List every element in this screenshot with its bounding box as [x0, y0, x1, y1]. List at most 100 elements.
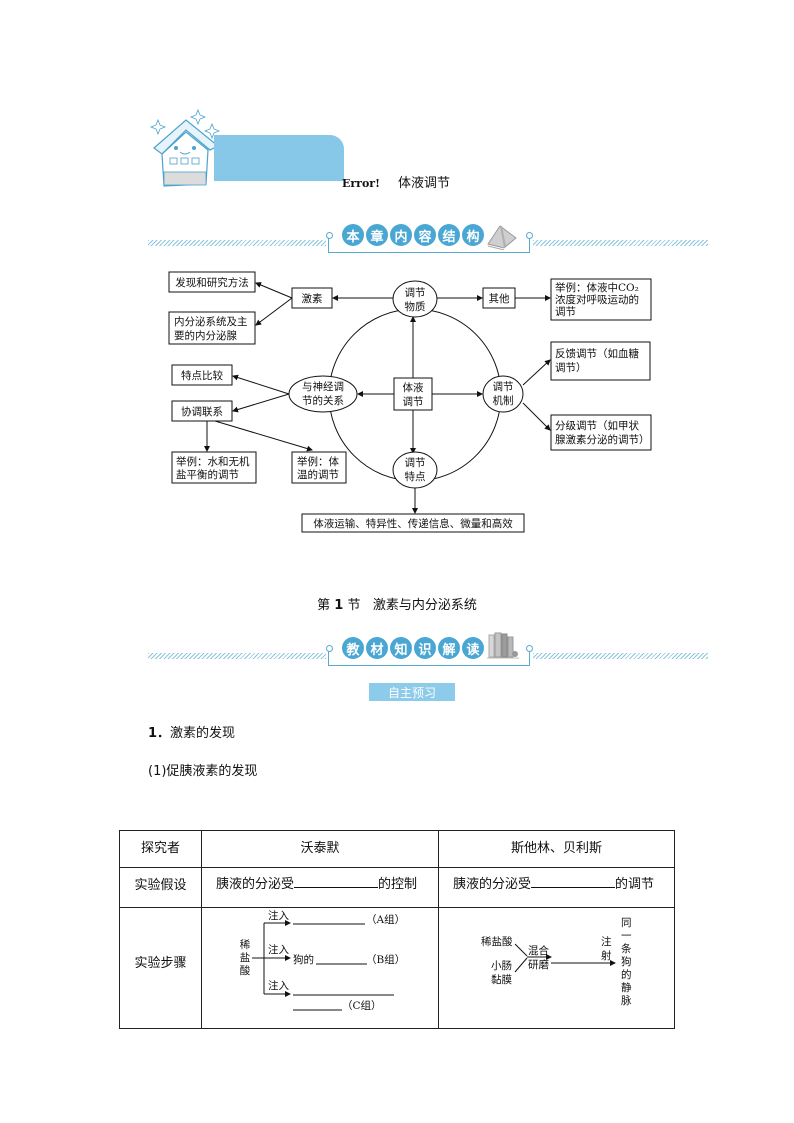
- table-row: 实验假设 胰液的分泌受的控制 胰液的分泌受 的调节: [119, 867, 675, 908]
- hierarchical-label: 分级调节（如甲状: [555, 419, 639, 432]
- fill-blank[interactable]: [531, 873, 616, 888]
- node-label: 调节: [405, 457, 426, 469]
- node-label: 物质: [405, 300, 426, 313]
- target-label: 的: [621, 968, 632, 981]
- acid-label: 稀: [240, 938, 251, 951]
- co2-example-label: 浓度对呼吸运动的: [555, 293, 639, 306]
- concept-map: 体液 调节 调节 物质 调节 特点 与神经调 节的关系 调节 机制 激素 发现和…: [168, 271, 652, 533]
- hierarchical-label: 腺激素分泌的调节）: [555, 433, 650, 446]
- mucosa-label: 黏膜: [491, 973, 512, 986]
- temperature-example-box: [291, 451, 347, 484]
- hypothesis-label: 实验假设: [134, 878, 187, 893]
- hyp-text: 的调节: [615, 877, 655, 892]
- hierarchical-box: [550, 414, 652, 451]
- hypothesis-starling: 胰液的分泌受 的调节: [439, 868, 674, 892]
- experiment-table: 探究者 沃泰默 斯他林、贝利斯 实验假设 胰液的分泌受的控制 胰液的分泌受的调节…: [119, 830, 675, 1029]
- banner-dot-left: [326, 232, 333, 239]
- feedback-label: 反馈调节（如血糖: [555, 347, 639, 360]
- target-label: 静: [621, 981, 632, 994]
- target-label: 脉: [621, 994, 632, 1007]
- house-mascot-icon: [149, 108, 221, 187]
- research-method-label: 发现和研究方法: [175, 276, 249, 289]
- co2-example-label: 调节: [555, 306, 576, 318]
- endocrine-system-label: 内分泌系统及主: [174, 315, 248, 328]
- banner-char: 读: [462, 637, 484, 659]
- hyp-text: 的控制: [378, 877, 418, 892]
- subheading-secretin: (1)促胰液素的发现: [148, 764, 258, 779]
- node-label: 调节: [405, 287, 426, 299]
- feature-compare-label: 特点比较: [181, 369, 223, 382]
- fill-blank[interactable]: [294, 873, 379, 888]
- co2-example-box: [550, 278, 652, 321]
- heading-text: 激素的发现: [170, 726, 236, 741]
- banner-title: 教 材 知 识 解 读: [342, 637, 484, 659]
- textbook-knowledge-banner: 教 材 知 识 解 读: [148, 632, 708, 669]
- target-label: 一: [621, 930, 632, 942]
- hormone-label: 激素: [302, 292, 323, 305]
- research-method-box: [168, 271, 256, 293]
- chapter-error-label: Error!: [342, 177, 380, 190]
- coordination-box: [171, 400, 233, 422]
- mix-label: 混合: [528, 944, 549, 957]
- node-label: 机制: [493, 394, 514, 407]
- chapter-name: 体液调节: [397, 176, 450, 191]
- water-salt-example-label: 举例：水和无机: [176, 455, 250, 468]
- table-row: 实验步骤 稀 盐 酸 注入 注入 注入 （A组） 狗的 （B组）: [119, 907, 675, 1029]
- inject-label: 注: [601, 935, 612, 948]
- bookshelf-icon: [487, 632, 519, 659]
- banner-char: 解: [438, 637, 460, 659]
- node-label: 调节: [493, 381, 514, 393]
- section-prefix: 第: [317, 598, 331, 613]
- header-starling-bayliss: 斯他林、贝利斯: [510, 841, 602, 856]
- banner-char: 本: [342, 224, 364, 246]
- group-a-label: （A组）: [366, 913, 405, 926]
- banner-dot-left: [326, 645, 333, 652]
- node-regulatory-substance: [392, 280, 438, 318]
- hyp-text: 胰液的分泌受: [453, 877, 532, 892]
- banner-stripe-left: [148, 240, 326, 246]
- banner-frame: [328, 236, 530, 253]
- steps-label: 实验步骤: [134, 956, 187, 971]
- center-label: 体液: [403, 381, 424, 394]
- header-wertheimer: 沃泰默: [300, 841, 340, 856]
- water-salt-example-box: [171, 451, 257, 484]
- feedback-label: 调节）: [555, 362, 587, 374]
- section-name: 激素与内分泌系统: [372, 598, 477, 613]
- chapter-structure-banner: 本 章 内 容 结 构: [148, 224, 708, 256]
- banner-char: 教: [342, 637, 364, 659]
- banner-char: 材: [366, 637, 388, 659]
- other-label: 其他: [489, 292, 510, 305]
- banner-title: 本 章 内 容 结 构: [342, 224, 484, 246]
- banner-char: 章: [366, 224, 388, 246]
- banner-char: 结: [438, 224, 460, 246]
- banner-char: 构: [462, 224, 484, 246]
- inject-label: 注入: [268, 909, 289, 922]
- feedback-box: [550, 341, 651, 381]
- starling-steps-diagram: 稀盐酸 小肠 黏膜 混合 研磨 注 射 同 一 条 狗 的 静 脉: [481, 917, 632, 1007]
- banner-frame: [328, 649, 530, 666]
- target-label: 条: [621, 942, 632, 955]
- dog-label: 狗的: [293, 953, 314, 966]
- self-study-label: 自主预习: [387, 685, 436, 700]
- banner-char: 知: [390, 637, 412, 659]
- endocrine-system-box: [168, 311, 256, 345]
- acid-label: 酸: [240, 964, 251, 977]
- target-label: 狗: [621, 955, 632, 968]
- banner-dot-right: [526, 645, 533, 652]
- center-label: 调节: [403, 396, 424, 408]
- banner-stripe-left: [148, 653, 326, 659]
- acid-label: 稀盐酸: [481, 935, 513, 948]
- section-number: 1: [334, 598, 344, 613]
- banner-char: 容: [414, 224, 436, 246]
- banner-char: 内: [390, 224, 412, 246]
- banner-char: 识: [414, 637, 436, 659]
- hypothesis-wertheimer: 胰液的分泌受的控制: [202, 868, 438, 892]
- banner-stripe-right: [533, 653, 708, 659]
- node-regulation-mechanism: [482, 375, 524, 413]
- group-c-label: （C组）: [342, 999, 382, 1012]
- inject-label: 注入: [268, 979, 289, 992]
- group-b-label: （B组）: [366, 953, 405, 966]
- node-label: 特点: [405, 471, 426, 483]
- inject-label: 射: [601, 949, 612, 962]
- endocrine-system-label: 要的内分泌腺: [174, 329, 237, 342]
